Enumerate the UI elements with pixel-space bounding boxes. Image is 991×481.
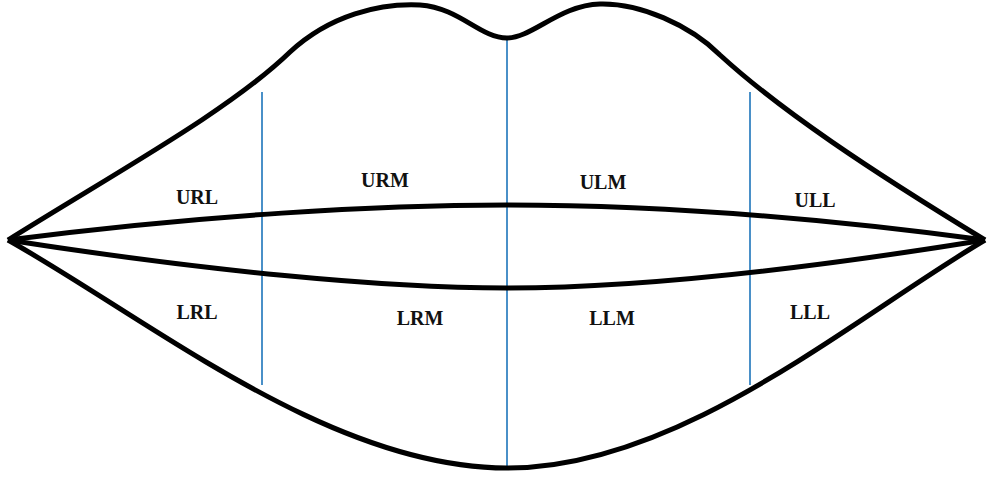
region-label: LLL xyxy=(790,302,830,322)
region-label: LRL xyxy=(176,302,217,322)
division-lines xyxy=(262,38,750,468)
upper-inner-line xyxy=(8,205,985,240)
division-line xyxy=(261,92,263,385)
division-line xyxy=(749,92,751,385)
region-label: ULM xyxy=(580,172,627,192)
upper-lip-outline xyxy=(8,4,985,240)
region-label: URL xyxy=(176,187,218,207)
lip-outline xyxy=(8,4,985,468)
region-label: LRM xyxy=(397,308,444,328)
lower-lip-outline xyxy=(8,240,985,468)
division-line xyxy=(506,38,508,468)
lower-inner-line xyxy=(8,240,985,288)
region-label: ULL xyxy=(794,190,835,210)
region-label: LLM xyxy=(589,308,635,328)
region-label: URM xyxy=(361,170,409,190)
